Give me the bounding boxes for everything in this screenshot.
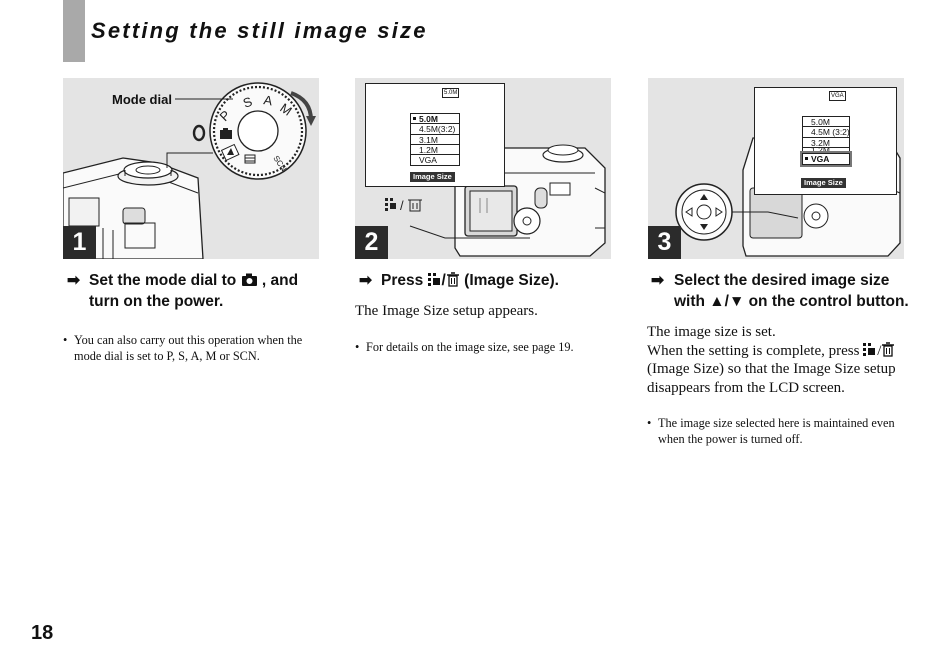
image-size-menu: 5.0M 4.5M (3:2) 3.2M 1.2M VGA [800,116,852,168]
step-badge: 3 [648,226,681,259]
step-3-body: The image size is set. When the setting … [647,324,896,396]
slash: / [441,272,446,289]
dial-camera-icon [220,130,232,139]
dial-letter-a: A [262,92,273,108]
menu-item[interactable]: 3.2M [803,138,849,148]
menu-caption: Image Size [801,178,846,188]
image-size-menu: 5.0M 4.5M(3:2) 3.1M 1.2M VGA [410,113,460,167]
mode-dial-callout: Mode dial [112,92,172,107]
lcd-screen: VGA 5.0M 4.5M (3:2) 3.2M 1.2M VGA Image … [754,87,897,195]
image-size-icon [863,342,876,356]
step-2-instruction: ➡ Press / (Image Size). [359,272,559,289]
camera-icon [241,273,257,286]
dial-movie-icon [244,154,256,164]
step-3-instruction: ➡ Select the desired image size with ▲/▼… [651,272,909,310]
trash-icon [446,272,459,287]
step-2-illustration: / 5.0M 5.0M 4.5M(3:2) 3.1M 1.2M VGA Imag… [355,78,611,259]
trash-icon [882,341,895,357]
arrow-icon: ➡ [359,272,372,289]
arrow-icon: ➡ [67,272,80,289]
menu-item[interactable]: VGA [419,155,437,166]
image-size-indicator: 5.0M [442,88,460,98]
page-title: Setting the still image size [91,18,428,43]
step-1-instruction: ➡ Set the mode dial to , and turn on the… [67,272,299,310]
step-1-illustration: S A M P SCN 1 [63,78,319,259]
step-3-note: • The image size selected here is mainta… [647,416,895,446]
lcd-screen: 5.0M 5.0M 4.5M(3:2) 3.1M 1.2M VGA Image … [365,83,505,187]
slash: / [877,342,882,359]
image-size-indicator: VGA [829,91,846,101]
step-3-illustration: VGA 5.0M 4.5M (3:2) 3.2M 1.2M VGA Image … [648,78,904,259]
menu-item[interactable]: 5.0M [411,114,459,125]
step-2-note: • For details on the image size, see pag… [355,340,574,354]
step-badge: 2 [355,226,388,259]
image-size-trash-icon: / [385,198,422,213]
image-size-icon [427,273,440,286]
step-2-body: The Image Size setup appears. [355,303,538,319]
menu-item[interactable]: VGA [800,150,852,168]
menu-item[interactable]: 1.2M [803,148,849,154]
menu-item[interactable]: 4.5M (3:2) [803,127,850,138]
menu-item[interactable]: 5.0M [803,117,849,128]
arrow-icon: ➡ [651,272,664,289]
menu-item[interactable]: 3.1M [411,135,459,145]
menu-item[interactable]: 1.2M [411,145,459,156]
title-accent-bar [63,0,85,62]
menu-caption: Image Size [410,172,455,182]
svg-text:/: / [400,198,404,213]
menu-item[interactable]: 4.5M(3:2) [411,124,459,135]
camera-top-illustration: S A M P SCN [63,82,316,259]
step-1-note: • You can also carry out this operation … [63,333,303,363]
step-badge: 1 [63,226,96,259]
page-number: 18 [31,622,54,644]
